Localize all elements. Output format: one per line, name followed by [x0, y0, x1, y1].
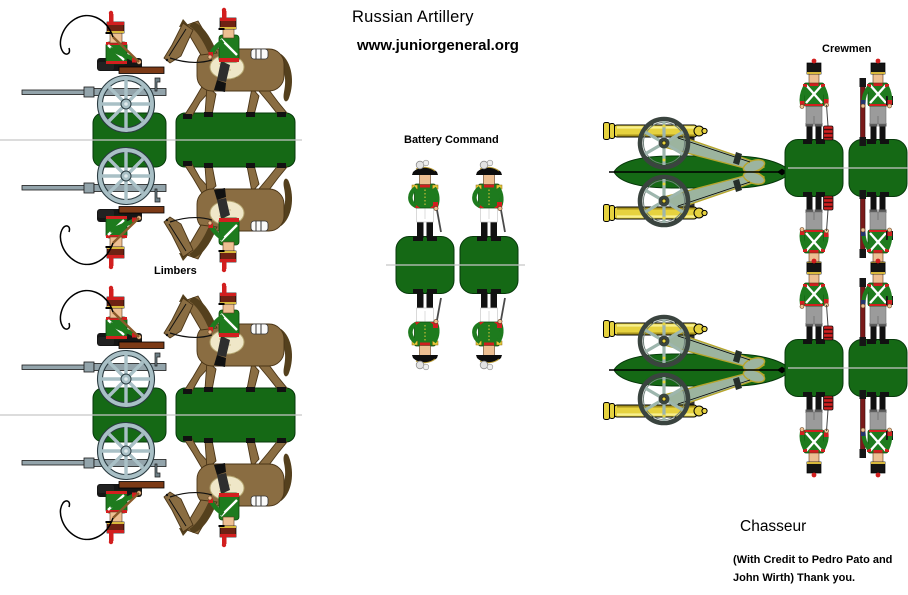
battery-command-label: Battery Command: [404, 134, 499, 146]
page-title: Russian Artillery: [352, 8, 474, 26]
cannon-unit-1: [604, 119, 792, 225]
limber-unit-2: [0, 283, 302, 547]
credit-line-1: (With Credit to Pedro Pato and: [733, 554, 893, 566]
crewmen-label: Crewmen: [822, 43, 872, 55]
website-label: www.juniorgeneral.org: [357, 37, 519, 54]
limbers-label: Limbers: [154, 265, 197, 277]
limber-unit-1: [0, 8, 302, 272]
chasseur-label: Chasseur: [740, 518, 807, 535]
credit-note: (With Credit to Pedro Pato and John Wirt…: [733, 552, 892, 587]
fold-lines: [386, 167, 908, 369]
cannon-unit-2: [604, 317, 792, 423]
credit-line-2: John Wirth) Thank you.: [733, 571, 856, 584]
